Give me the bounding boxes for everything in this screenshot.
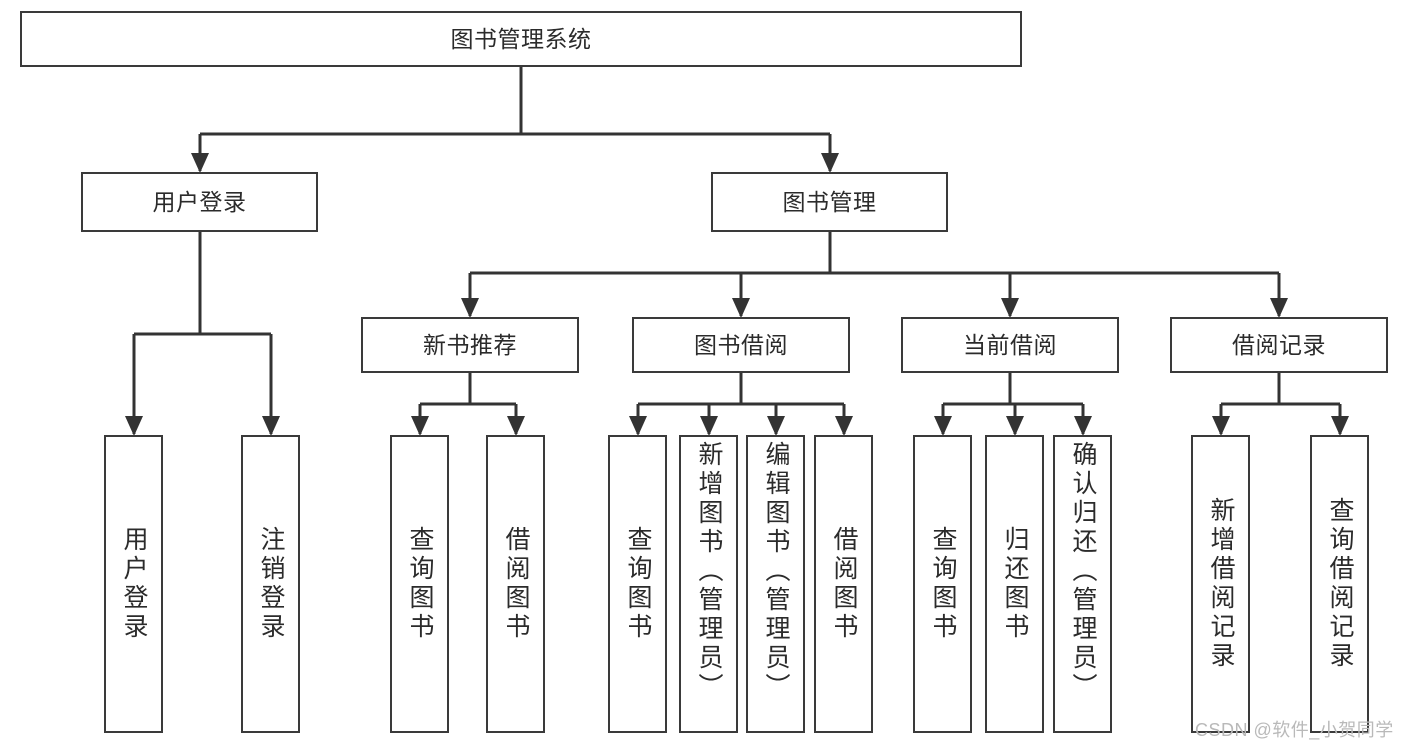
connector-arrowhead (732, 298, 750, 318)
connector-arrowhead (1001, 298, 1019, 318)
connector-arrowhead (191, 153, 209, 173)
node-label: 查询图书 (929, 526, 957, 642)
node-leaf-user-login: 用户登录 (104, 435, 163, 733)
node-leaf-add-record: 新增借阅记录 (1191, 435, 1250, 733)
node-label: 新增借阅记录 (1207, 497, 1235, 671)
connector-arrowhead (629, 416, 647, 436)
node-label: 借阅图书 (830, 526, 858, 642)
node-current-borrow: 当前借阅 (901, 317, 1119, 373)
connector-arrowhead (934, 416, 952, 436)
node-label: 用户登录 (152, 188, 247, 215)
node-label: 新书推荐 (423, 331, 517, 358)
node-leaf-logout: 注销登录 (241, 435, 300, 733)
connector-arrowhead (1270, 298, 1288, 318)
node-borrow-record: 借阅记录 (1170, 317, 1388, 373)
connector-arrowhead (461, 298, 479, 318)
node-label: 查询图书 (406, 526, 434, 642)
node-leaf-query-book-3: 查询图书 (913, 435, 972, 733)
node-label: 确认归还（管理员） (1069, 441, 1097, 702)
node-label: 编辑图书（管理员） (762, 441, 790, 702)
connector-arrowhead (1331, 416, 1349, 436)
node-leaf-borrow-book-2: 借阅图书 (814, 435, 873, 733)
node-leaf-query-record: 查询借阅记录 (1310, 435, 1369, 733)
node-leaf-add-book: 新增图书（管理员） (679, 435, 738, 733)
connector-arrowhead (507, 416, 525, 436)
node-label: 查询借阅记录 (1326, 497, 1354, 671)
node-book-manage: 图书管理 (711, 172, 948, 232)
node-label: 新增图书（管理员） (695, 441, 723, 702)
node-leaf-borrow-book-1: 借阅图书 (486, 435, 545, 733)
connector-arrowhead (411, 416, 429, 436)
node-label: 查询图书 (624, 526, 652, 642)
connector-arrowhead (767, 416, 785, 436)
node-root: 图书管理系统 (20, 11, 1022, 67)
node-label: 归还图书 (1001, 526, 1029, 642)
node-label: 注销登录 (257, 526, 285, 642)
node-book-borrow: 图书借阅 (632, 317, 850, 373)
node-label: 图书管理系统 (450, 25, 592, 52)
node-label: 用户登录 (120, 526, 148, 642)
connector-arrowhead (1006, 416, 1024, 436)
connector-arrowhead (835, 416, 853, 436)
connector-arrowhead (262, 416, 280, 436)
connector-arrowhead (1074, 416, 1092, 436)
node-label: 借阅图书 (502, 526, 530, 642)
node-user-login: 用户登录 (81, 172, 318, 232)
connector-arrowhead (821, 153, 839, 173)
node-new-book-recommend: 新书推荐 (361, 317, 579, 373)
connector-arrowhead (125, 416, 143, 436)
node-label: 借阅记录 (1232, 331, 1326, 358)
connector-arrowhead (700, 416, 718, 436)
node-leaf-query-book-1: 查询图书 (390, 435, 449, 733)
node-label: 当前借阅 (963, 331, 1057, 358)
node-leaf-return-book: 归还图书 (985, 435, 1044, 733)
node-leaf-edit-book: 编辑图书（管理员） (746, 435, 805, 733)
connector-arrowhead (1212, 416, 1230, 436)
node-label: 图书管理 (782, 188, 877, 215)
node-label: 图书借阅 (694, 331, 788, 358)
node-leaf-confirm-return: 确认归还（管理员） (1053, 435, 1112, 733)
node-leaf-query-book-2: 查询图书 (608, 435, 667, 733)
